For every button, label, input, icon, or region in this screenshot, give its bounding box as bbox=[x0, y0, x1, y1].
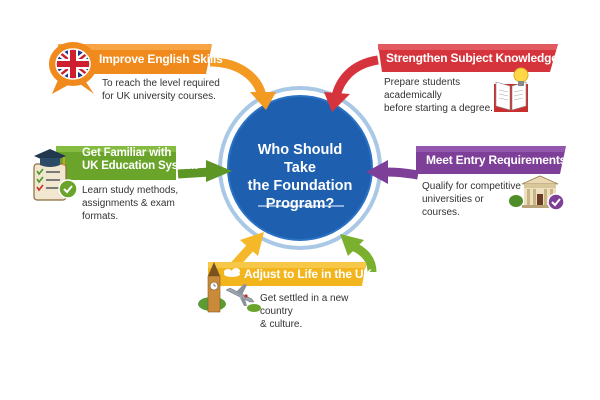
center-title: Who Should Take the Foundation Program? bbox=[244, 141, 356, 213]
item-education-description-line-2: assignments & exam formats. bbox=[82, 198, 175, 222]
item-education-description-line-1: Learn study methods, bbox=[82, 185, 179, 196]
item-education-title-line-2: UK Education System bbox=[82, 160, 198, 172]
item-life-description-line-2: & culture. bbox=[260, 319, 303, 330]
graduation-cap-checklist-icon bbox=[33, 149, 78, 201]
item-entry-description: Qualify for competitive universities or … bbox=[422, 180, 522, 219]
arrow-entry bbox=[366, 160, 419, 184]
airplane-icon bbox=[225, 284, 255, 306]
item-knowledge-title: Strengthen Subject Knowledge bbox=[386, 51, 558, 65]
item-life-description: Get settled in a new country & culture. bbox=[260, 292, 380, 331]
cloud-icon bbox=[224, 268, 240, 277]
center-circle bbox=[228, 96, 372, 240]
university-building-check-icon bbox=[509, 175, 565, 211]
big-ben-airplane-icon bbox=[198, 262, 261, 313]
item-entry-description-line-2: universities or courses. bbox=[422, 194, 484, 218]
center-title-line-2: the Foundation bbox=[247, 178, 353, 194]
item-education-description: Learn study methods, assignments & exam … bbox=[82, 184, 202, 223]
item-english-description-line-1: To reach the level required bbox=[102, 78, 220, 89]
item-english-description: To reach the level required for UK unive… bbox=[102, 77, 222, 103]
arrow-english bbox=[209, 57, 276, 110]
item-english-description-line-2: for UK university courses. bbox=[102, 91, 216, 102]
item-english-title: Improve English Skills bbox=[99, 52, 223, 66]
item-life-title: Adjust to Life in the UK bbox=[244, 267, 372, 281]
item-education-title: Get Familiar with UK Education System bbox=[82, 147, 198, 173]
item-knowledge-description: Prepare students academically before sta… bbox=[384, 76, 499, 115]
banner-knowledge bbox=[378, 44, 558, 72]
center-title-line-1: Who Should Take bbox=[257, 142, 343, 176]
item-entry-title: Meet Entry Requirements bbox=[426, 153, 567, 167]
item-knowledge-description-line-1: Prepare students academically bbox=[384, 77, 461, 101]
banner-education bbox=[56, 146, 176, 180]
center-title-line-3: Program? bbox=[265, 196, 335, 212]
item-education-title-line-1: Get Familiar with bbox=[82, 147, 172, 159]
item-knowledge-description-line-2: before starting a degree. bbox=[384, 103, 493, 114]
item-life-description-line-1: Get settled in a new country bbox=[260, 293, 349, 317]
banner-entry bbox=[416, 146, 566, 174]
arrow-knowledge bbox=[324, 55, 379, 112]
open-book-lightbulb-icon bbox=[494, 67, 529, 112]
item-entry-description-line-1: Qualify for competitive bbox=[422, 181, 521, 192]
arrow-life-green bbox=[340, 234, 377, 273]
arrow-education bbox=[177, 160, 232, 182]
banner-life bbox=[208, 262, 366, 286]
uk-flag-speech-bubble-icon bbox=[49, 42, 97, 94]
